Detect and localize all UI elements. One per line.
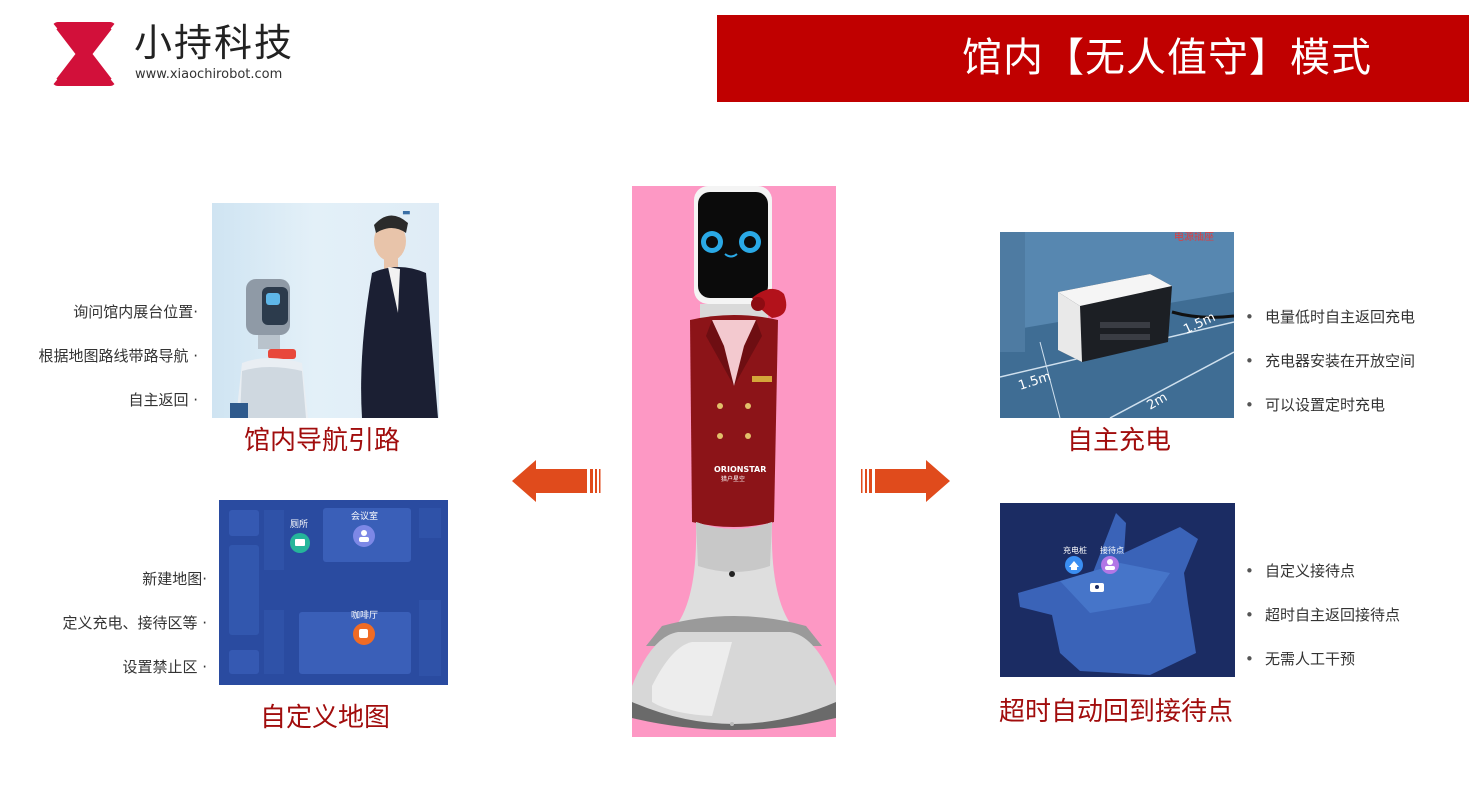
custom-map-section-title: 自定义地图	[260, 703, 391, 733]
arrow-left-icon	[512, 460, 601, 502]
arrow-right-icon	[861, 460, 950, 502]
list-item: 新建地图·	[142, 570, 207, 588]
svg-text:▬: ▬	[402, 208, 411, 218]
brand-name: 小持科技	[134, 21, 295, 65]
map-label-cafe: 咖啡厅	[351, 609, 378, 621]
list-item: •无需人工干预	[1245, 650, 1356, 668]
list-item: 定义充电、接待区等 ·	[62, 614, 207, 632]
charging-feature-list: •电量低时自主返回充电 •充电器安装在开放空间 •可以设置定时充电	[1245, 295, 1415, 427]
map-label-meeting-room: 会议室	[351, 510, 378, 522]
map-label-charging-pile: 充电桩	[1063, 545, 1087, 555]
list-item: 设置禁止区 ·	[122, 658, 207, 676]
custom-map-feature-list: 新建地图· 定义充电、接待区等 · 设置禁止区 ·	[20, 557, 207, 689]
company-logo	[52, 22, 116, 86]
power-socket-label: 电源插座	[1174, 232, 1214, 243]
list-item: 询问馆内展台位置·	[73, 303, 198, 321]
list-item: •充电器安装在开放空间	[1245, 352, 1416, 370]
robot-brand-label: ORIONSTAR	[714, 465, 766, 474]
list-item: 自主返回 ·	[128, 391, 198, 409]
robot-brand-sub-label: 猎户星空	[721, 475, 745, 483]
list-item: •超时自主返回接待点	[1245, 606, 1401, 624]
charging-section-title: 自主充电	[1067, 426, 1172, 456]
list-item: 根据地图路线带路导航 ·	[38, 347, 198, 365]
map-label-reception: 接待点	[1100, 545, 1124, 555]
list-item: •电量低时自主返回充电	[1245, 308, 1416, 326]
navigation-feature-list: 询问馆内展台位置· 根据地图路线带路导航 · 自主返回 ·	[20, 290, 198, 422]
robot-photo: ORIONSTAR 猎户星空	[632, 186, 836, 737]
brand-url: www.xiaochirobot.com	[135, 67, 283, 82]
map-label-toilet: 厕所	[290, 519, 308, 530]
reception-section-title: 超时自动回到接待点	[999, 697, 1234, 727]
custom-map-screenshot: 厕所 会议室 咖啡厅	[219, 500, 448, 685]
charging-station-photo: 电源插座 1.5m 1.5m 2m	[1000, 232, 1234, 418]
title-banner: 馆内【无人值守】模式	[717, 15, 1469, 102]
reception-feature-list: •自定义接待点 •超时自主返回接待点 •无需人工干预	[1245, 549, 1400, 681]
list-item: •可以设置定时充电	[1245, 396, 1386, 414]
list-item: •自定义接待点	[1245, 562, 1356, 580]
page-title: 馆内【无人值守】模式	[962, 35, 1372, 81]
navigation-section-title: 馆内导航引路	[244, 426, 401, 456]
reception-map-screenshot: 充电桩 接待点	[1000, 503, 1235, 677]
navigation-guide-photo: ▬	[212, 203, 439, 418]
